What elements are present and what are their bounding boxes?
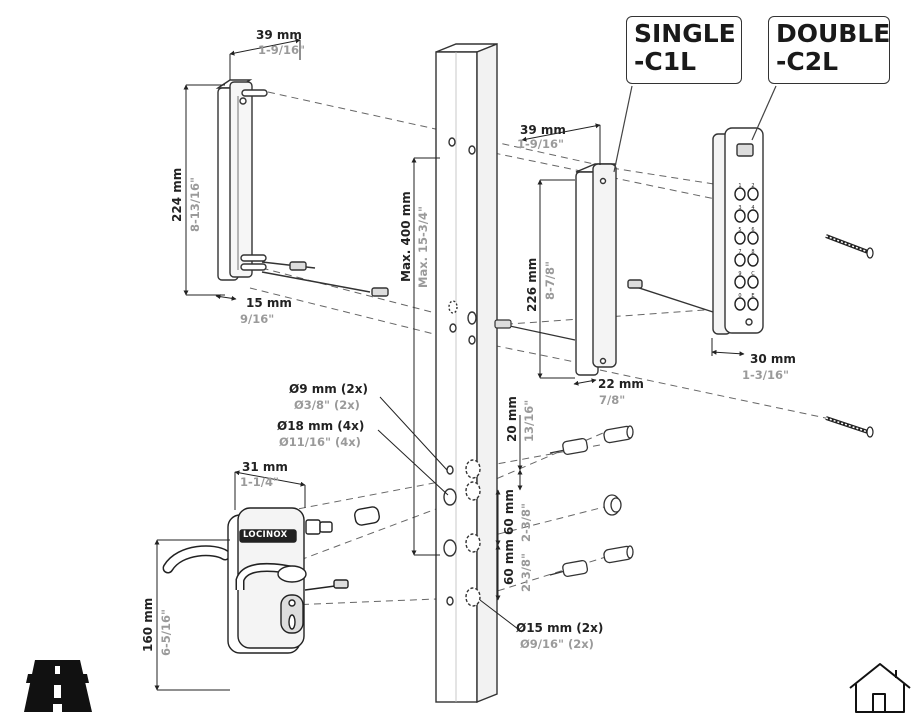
road-icon: [24, 660, 92, 712]
dim-spacing-60b-in: 2-3/8": [519, 553, 533, 592]
dim-hole-15-mm: Ø15 mm (2x): [516, 621, 604, 635]
dim-bracket-offset-mm: 15 mm: [246, 296, 292, 310]
dim-post-height-mm: Max. 400 mm: [399, 191, 413, 282]
keypad-key-label: 6: [751, 227, 754, 233]
keypad-key: [747, 297, 759, 311]
double-variant-line1: DOUBLE: [776, 19, 891, 48]
cable: [494, 319, 576, 341]
dim-hole-9-mm: Ø9 mm (2x): [289, 382, 368, 396]
dim-spacing-60b-mm: 60 mm: [502, 539, 516, 585]
single-variant-box: [626, 16, 742, 84]
square-post: [435, 42, 498, 704]
single-variant-label: SINGLE -C1L: [634, 20, 736, 76]
keypad-key: [747, 253, 759, 267]
dim-single-height-mm: 226 mm: [525, 257, 539, 312]
dim-single-depth-in: 1-9/16": [517, 137, 564, 151]
mounting-bracket: [215, 79, 389, 297]
single-keypad-c1l: [575, 163, 617, 376]
keypad-key-label: 5: [738, 227, 741, 233]
dim-spacing-60a-mm: 60 mm: [502, 489, 516, 535]
dim-double-depth-mm: 30 mm: [750, 352, 796, 366]
dim-bracket-height-mm: 224 mm: [170, 167, 184, 222]
single-variant-line1: SINGLE: [634, 19, 736, 48]
keypad-key-label: 8: [751, 249, 754, 255]
keypad-key: [734, 209, 746, 223]
dimension-lines: [154, 38, 745, 691]
home-icon: [849, 663, 911, 713]
keypad-key: [734, 231, 746, 245]
dim-hole-9-in: Ø3/8" (2x): [294, 398, 360, 412]
dim-lock-depth-in: 1-1/4": [240, 475, 279, 489]
keypad-key: [734, 187, 746, 201]
keypad-key-label: C: [751, 271, 755, 277]
dim-lock-height-mm: 160 mm: [141, 597, 155, 652]
keypad-key-label: 1: [738, 183, 741, 189]
keypad-key: [734, 253, 746, 267]
dim-single-width-mm: 22 mm: [598, 377, 644, 391]
gate-lock: [162, 506, 380, 654]
dim-lock-depth-mm: 31 mm: [242, 460, 288, 474]
keypad-key: [747, 231, 759, 245]
keypad-key-label: 3: [738, 205, 741, 211]
dim-single-height-in: 8-7/8": [543, 261, 557, 300]
keypad-key: [734, 297, 746, 311]
dim-hole-15-in: Ø9/16" (2x): [520, 637, 594, 651]
dim-spacing-20-in: 13/16": [522, 399, 536, 442]
fittings: [549, 425, 634, 577]
dim-bracket-height-in: 8-13/16": [188, 177, 202, 232]
keypad-key-label: 4: [751, 205, 754, 211]
dim-spacing-20-mm: 20 mm: [505, 396, 519, 442]
keypad-key: [747, 209, 759, 223]
keypad-key: [734, 275, 746, 289]
dim-spacing-60a-in: 2-3/8": [519, 503, 533, 542]
long-screws: [825, 234, 874, 438]
dim-bracket-offset-in: 9/16": [240, 312, 275, 326]
keypad-buttons: 1 2 3 4 5 6 7 8 9 C 0 E: [734, 183, 759, 311]
keypad-key-label: 7: [738, 249, 741, 255]
dim-single-depth-mm: 39 mm: [520, 123, 566, 137]
dim-bracket-depth-in: 1-9/16": [258, 43, 305, 57]
dim-lock-height-in: 6-5/16": [159, 609, 173, 656]
dim-single-width-in: 7/8": [599, 393, 626, 407]
keypad-key-label: E: [751, 293, 754, 299]
dim-double-depth-in: 1-3/16": [742, 368, 789, 382]
keypad-key-label: 2: [751, 183, 754, 189]
dim-hole-18-mm: Ø18 mm (4x): [277, 419, 365, 433]
variant-leaders: [613, 85, 777, 173]
keypad-key: [747, 187, 759, 201]
keypad-key-label: 0: [738, 293, 741, 299]
keypad-key-label: 9: [738, 271, 741, 277]
double-variant-line2: -C2L: [776, 47, 839, 76]
double-variant-box: [768, 16, 890, 84]
dim-hole-18-in: Ø11/16" (4x): [279, 435, 361, 449]
dim-bracket-depth-mm: 39 mm: [256, 28, 302, 42]
double-variant-label: DOUBLE -C2L: [776, 20, 890, 76]
brand-logo: LOCINOX: [243, 530, 288, 540]
keypad-key: [747, 275, 759, 289]
single-variant-line2: -C1L: [634, 47, 697, 76]
dim-post-height-in: Max. 15-3/4": [416, 206, 430, 288]
